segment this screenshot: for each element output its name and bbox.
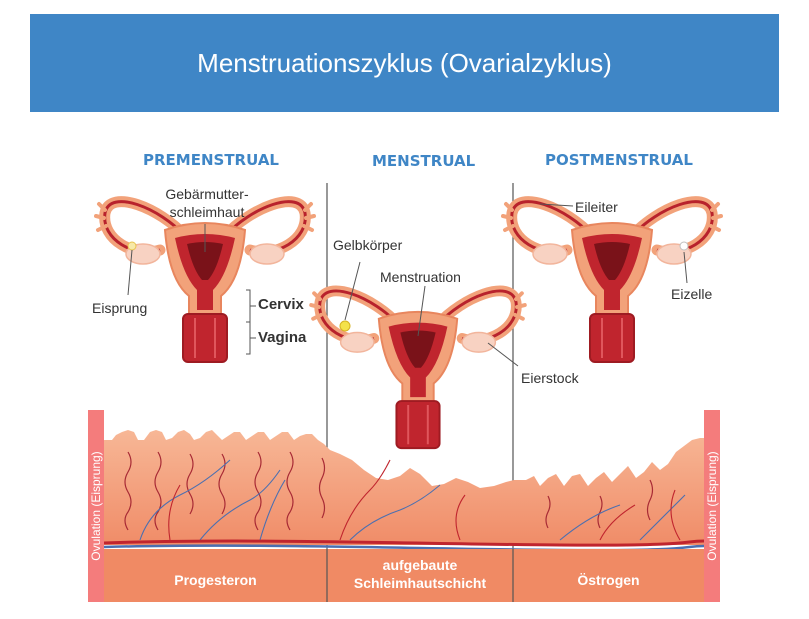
egg-cell [679,241,689,251]
band-label-progesteron: Progesteron [174,572,257,588]
label-eisprung: Eisprung [92,300,148,316]
ovulation-bar-right [704,410,720,602]
endometrium-tissue [104,430,704,545]
band-label-aufgebaute-schleimhautschicht: aufgebaute Schleimhautschicht [353,557,487,591]
blood-vessels [139,459,686,541]
label-menstruation: Menstruation [380,269,461,285]
phase-heading-menstrual: MENSTRUAL [372,152,476,170]
label-gelbkoerper: Gelbkörper [333,237,403,253]
page-title: Menstruationszyklus (Ovarialzyklus) [197,47,612,78]
label-cervix: Cervix [258,296,304,313]
ovulation-follicle [127,241,137,251]
title-banner: Menstruationszyklus (Ovarialzyklus) [30,14,779,112]
hormone-band [104,549,704,602]
corpus-luteum [339,320,351,332]
basal-artery [103,539,705,547]
phase-heading-postmenstrual: POSTMENSTRUAL [545,151,693,169]
ovulation-bar-left [88,410,104,602]
label-eizelle: Eizelle [671,286,713,302]
label-eierstock: Eierstock [521,370,579,386]
uterus-postmenstrual [503,202,721,362]
leader-lines [127,203,688,367]
label-vagina: Vagina [258,329,307,346]
uterus-menstrual [311,291,525,448]
phase-heading-premenstrual: PREMENSTRUAL [143,151,279,169]
band-label-oestrogen: Östrogen [577,572,640,588]
ovulation-label-left: Ovulation (Eisprung) [89,451,103,561]
label-eileiter: Eileiter [575,199,618,215]
label-gebaermutterschleimhaut: Gebärmutter- schleimhaut [165,186,249,220]
ovulation-label-right: Ovulation (Eisprung) [705,451,719,561]
